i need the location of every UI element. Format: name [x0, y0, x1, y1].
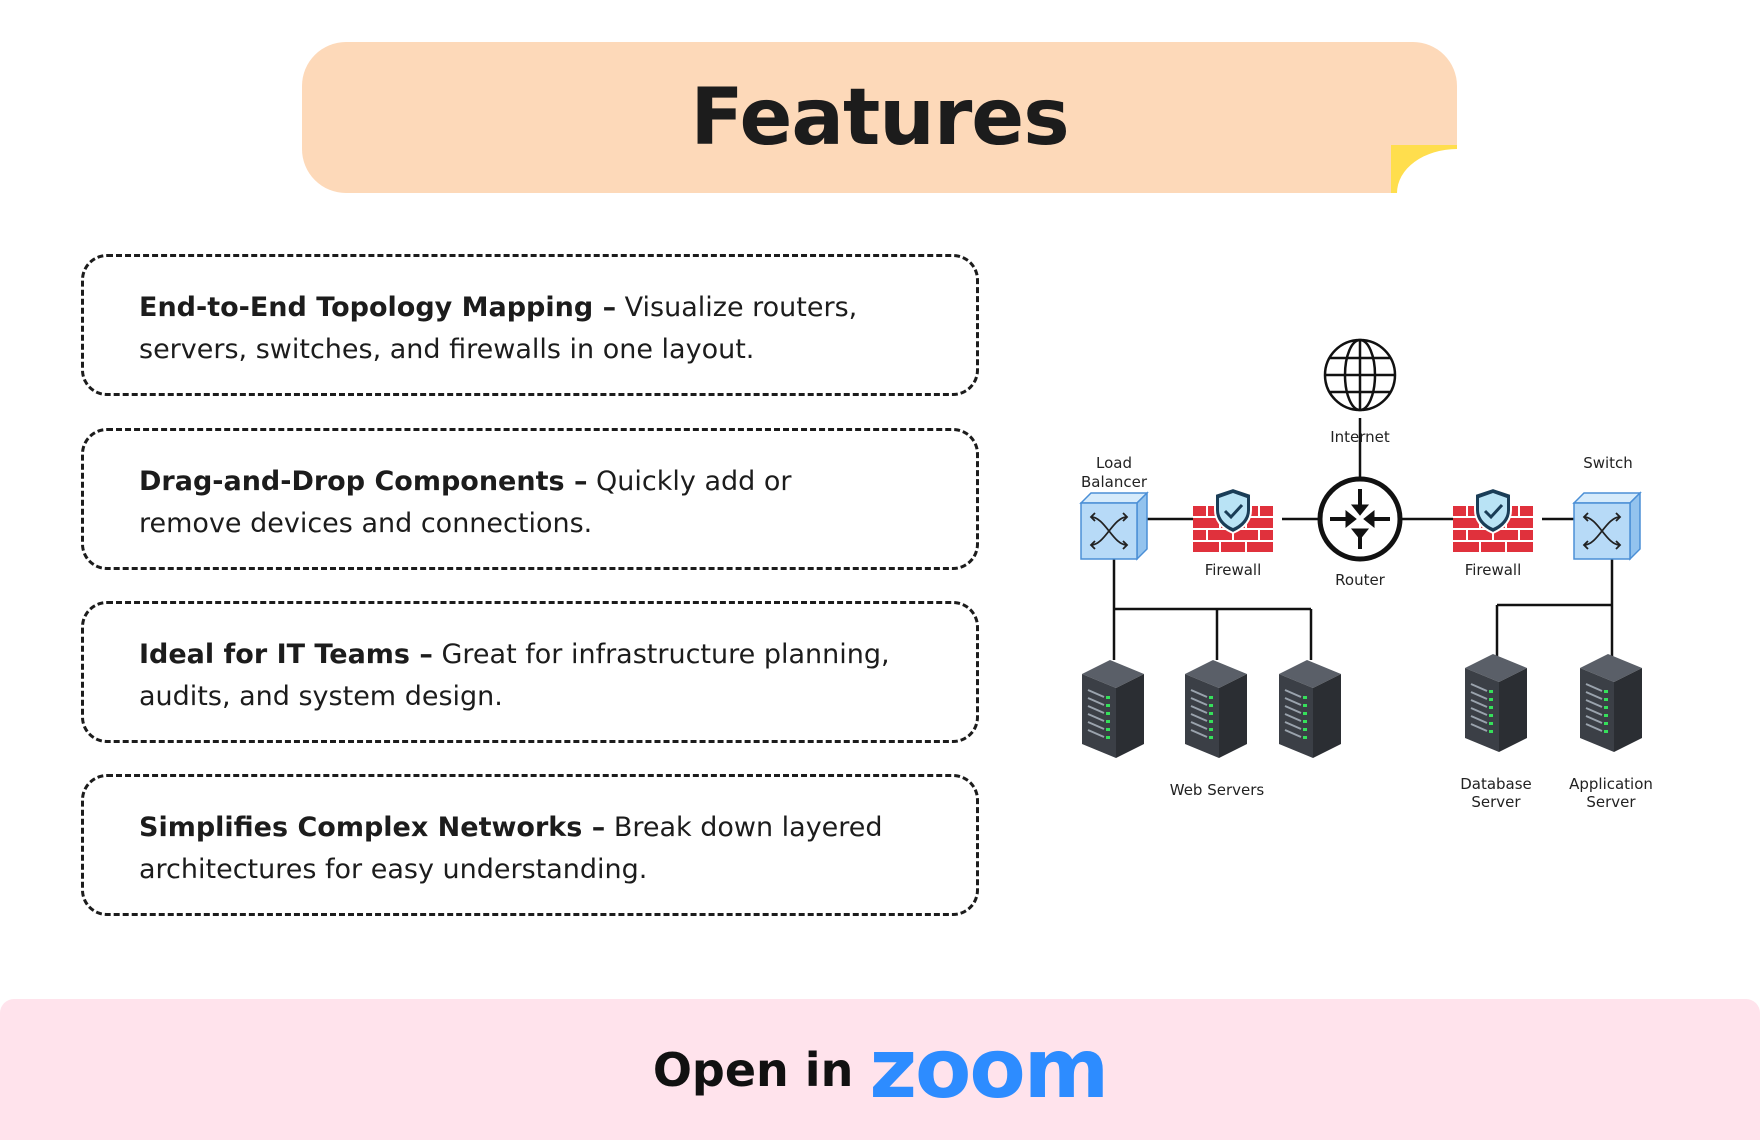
application-server-icon: [1579, 653, 1643, 753]
web-server-icon: [1278, 659, 1342, 759]
load-balancer-label-line1: Load: [1096, 454, 1132, 472]
page-curl-decoration: [1391, 145, 1457, 193]
feature-description: Great for infrastructure planning, audit…: [139, 639, 890, 712]
feature-text: Drag-and-Drop Components – Quickly add o…: [139, 461, 899, 545]
database-server-label-line1: Database: [1460, 775, 1532, 793]
feature-description: Visualize routers, servers, switches, an…: [139, 292, 858, 365]
feature-text: Ideal for IT Teams – Great for infrastru…: [139, 634, 899, 718]
feature-description: Quickly add or remove devices and connec…: [139, 466, 792, 539]
footer-bar: Open in zoom: [0, 999, 1760, 1140]
database-server-icon: [1464, 653, 1528, 753]
internet-label: Internet: [1330, 428, 1390, 446]
feature-card-it-teams: Ideal for IT Teams – Great for infrastru…: [81, 601, 979, 743]
firewall-right-icon: [1451, 486, 1535, 554]
feature-title: End-to-End Topology Mapping –: [139, 292, 617, 323]
network-topology-diagram: Internet Router Firewall Firewall Load B…: [1060, 330, 1660, 820]
load-balancer-icon: [1080, 492, 1148, 560]
web-servers-label: Web Servers: [1170, 781, 1265, 799]
title-banner: Features: [302, 42, 1457, 193]
web-server-icon: [1081, 659, 1145, 759]
feature-card-simplifies-networks: Simplifies Complex Networks – Break down…: [81, 774, 979, 916]
router-label: Router: [1335, 571, 1386, 589]
feature-title: Simplifies Complex Networks –: [139, 812, 606, 843]
feature-card-topology-mapping: End-to-End Topology Mapping – Visualize …: [81, 254, 979, 396]
web-server-icon: [1184, 659, 1248, 759]
load-balancer-label-line2: Balancer: [1081, 473, 1148, 491]
firewall-left-icon: [1191, 486, 1275, 554]
switch-label: Switch: [1583, 454, 1633, 472]
feature-description: Break down layered architectures for eas…: [139, 812, 883, 885]
application-server-label-line2: Server: [1586, 793, 1636, 811]
firewall-left-label: Firewall: [1205, 561, 1262, 579]
feature-title: Drag-and-Drop Components –: [139, 466, 588, 497]
network-diagram-svg: Internet Router Firewall Firewall Load B…: [1080, 338, 1653, 811]
feature-card-drag-and-drop: Drag-and-Drop Components – Quickly add o…: [81, 428, 979, 570]
application-server-label-line1: Application: [1569, 775, 1653, 793]
feature-text: End-to-End Topology Mapping – Visualize …: [139, 287, 899, 371]
open-in-zoom-button[interactable]: Open in zoom: [0, 999, 1760, 1140]
switch-icon: [1573, 492, 1641, 560]
database-server-label-line2: Server: [1471, 793, 1521, 811]
feature-text: Simplifies Complex Networks – Break down…: [139, 807, 899, 891]
feature-title: Ideal for IT Teams –: [139, 639, 433, 670]
firewall-right-label: Firewall: [1465, 561, 1522, 579]
connection-lines: [1112, 418, 1614, 660]
zoom-logo: zoom: [869, 1021, 1109, 1117]
globe-icon: [1323, 338, 1397, 412]
open-in-label: Open in: [652, 1042, 854, 1097]
page-title: Features: [690, 72, 1069, 163]
router-icon: [1317, 476, 1403, 562]
